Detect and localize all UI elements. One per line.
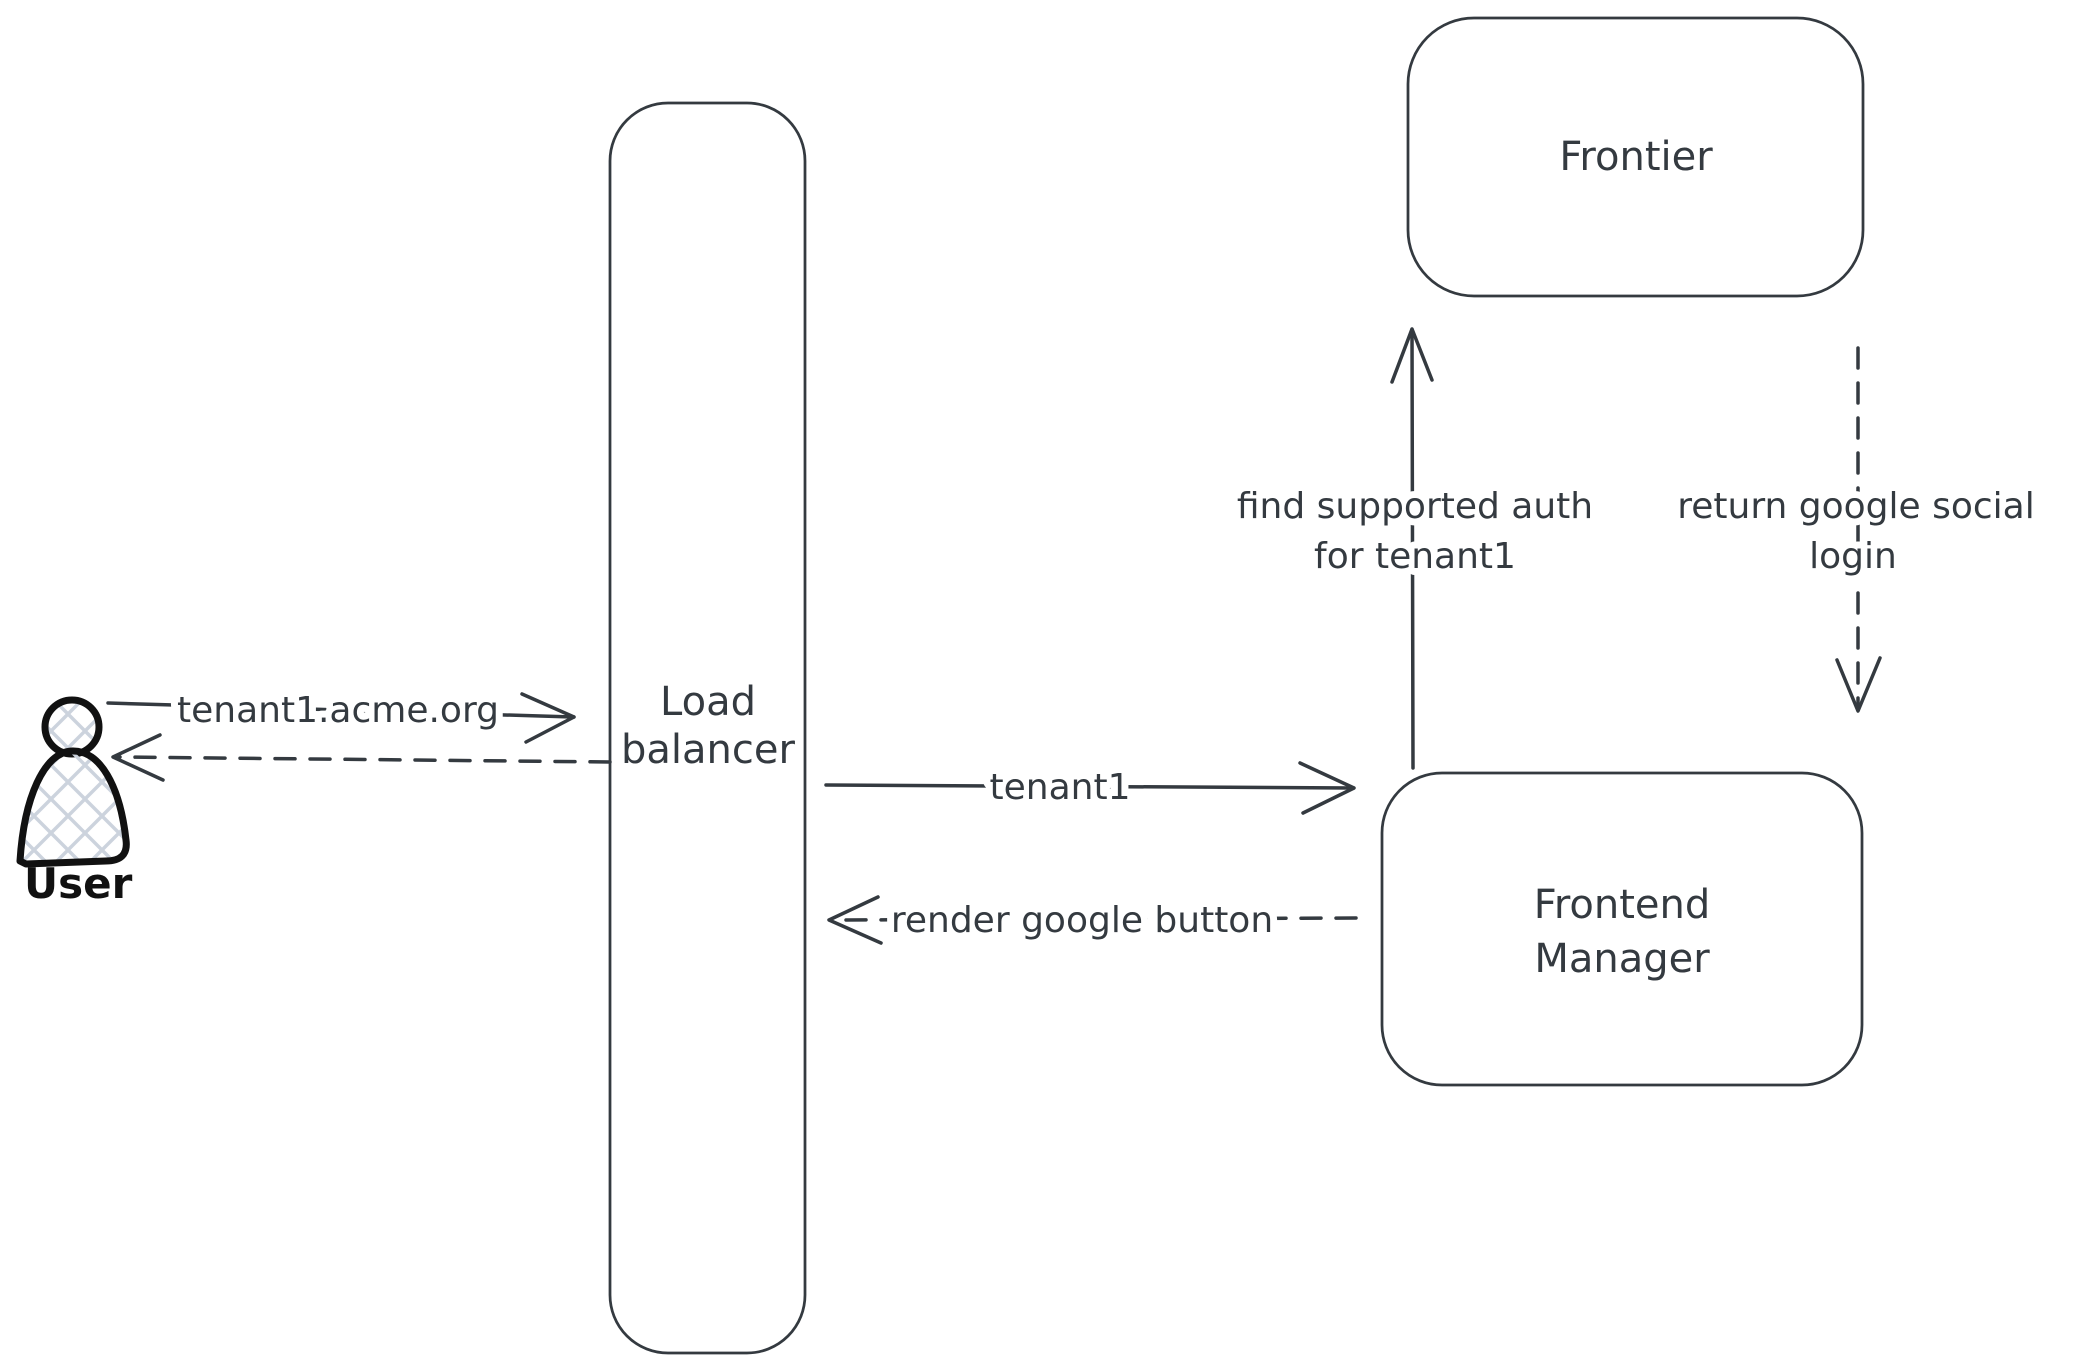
arrow-loadbalancer-to-frontend-manager: tenant1 — [824, 760, 1356, 815]
arrow-frontend-manager-to-loadbalancer-arrowhead-icon — [827, 895, 883, 945]
arrow-user-to-loadbalancer-line — [106, 701, 575, 719]
arrow-frontier-to-frontend-manager-label-line2: login — [1809, 536, 1897, 577]
arrow-user-to-loadbalancer: tenant1.acme.org — [106, 683, 576, 744]
frontend-manager-label-line1: Frontend — [1534, 882, 1711, 928]
arrow-loadbalancer-to-user-arrowhead-icon — [111, 733, 165, 782]
frontend-manager-label-line2: Manager — [1534, 936, 1710, 982]
arrow-loadbalancer-to-frontend-manager-arrowhead-icon — [1298, 761, 1356, 815]
arrow-user-to-loadbalancer-label: tenant1.acme.org — [177, 690, 499, 731]
frontier-node: Frontier — [1406, 16, 1865, 298]
frontend-manager-node: Frontend Manager — [1380, 771, 1864, 1087]
load-balancer-node: Load balancer — [608, 101, 807, 1355]
load-balancer-label-line2: balancer — [621, 727, 795, 773]
arrow-frontier-to-frontend-manager-arrowhead-icon — [1835, 656, 1882, 713]
arrow-loadbalancer-to-frontend-manager-label: tenant1 — [990, 767, 1131, 808]
arrow-user-to-loadbalancer-arrowhead-icon — [520, 692, 576, 744]
user-body-icon — [16, 747, 130, 868]
arrow-frontend-manager-to-frontier-line — [1410, 328, 1415, 770]
load-balancer-label-line1: Load — [660, 679, 756, 725]
frontend-manager-box — [1380, 771, 1864, 1087]
arrow-frontend-manager-to-loadbalancer-line — [830, 916, 1358, 922]
arrow-frontend-manager-to-loadbalancer-label: render google button — [891, 900, 1273, 941]
frontier-label: Frontier — [1559, 134, 1713, 180]
arrow-frontend-manager-to-frontier-arrowhead-icon — [1390, 327, 1434, 384]
arrow-loadbalancer-to-frontend-manager-line — [824, 783, 1354, 790]
frontier-box — [1406, 16, 1865, 298]
arrow-frontier-to-frontend-manager-label-line1: return google social — [1677, 486, 2035, 527]
arrow-frontend-manager-to-loadbalancer: render google button — [827, 893, 1358, 948]
user-head-icon — [41, 696, 103, 758]
arrow-loadbalancer-to-user — [111, 733, 612, 782]
arrow-frontend-manager-to-frontier-label-line2: for tenant1 — [1314, 536, 1516, 577]
user-actor: User — [16, 696, 133, 908]
arrow-frontend-manager-to-frontier: find supported auth for tenant1 — [1230, 327, 1600, 770]
arrow-loadbalancer-to-user-line — [116, 755, 612, 764]
arrow-frontier-to-frontend-manager: return google social login — [1670, 346, 2042, 713]
user-label: User — [24, 859, 133, 908]
load-balancer-box — [608, 101, 807, 1355]
arrow-frontend-manager-to-frontier-label-line1: find supported auth — [1237, 486, 1593, 527]
